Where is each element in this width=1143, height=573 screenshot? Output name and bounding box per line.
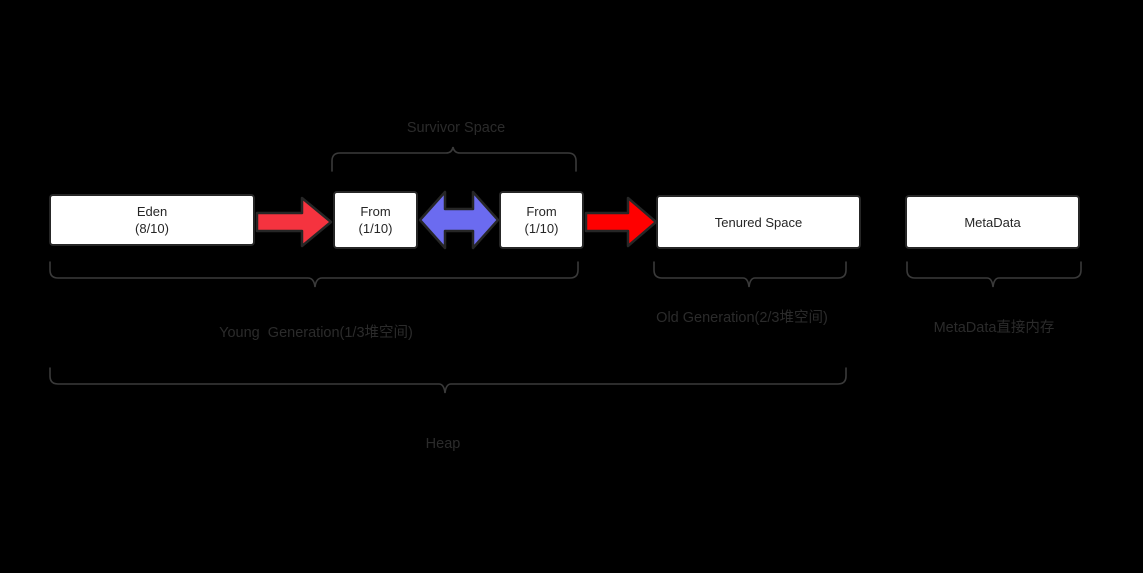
- eden-box[interactable]: Eden (8/10): [49, 194, 255, 246]
- survivor-from-box-line2: (1/10): [358, 221, 393, 236]
- eden-box-line1: Eden: [136, 204, 168, 219]
- young-generation-label: Young Generation(1/3堆空间): [219, 325, 413, 341]
- young-generation-brace: [48, 261, 580, 294]
- survivor-to-box-line1: From: [526, 204, 557, 219]
- old-generation-brace: [652, 261, 848, 294]
- survivor-space-label: Survivor Space: [406, 120, 506, 136]
- heap-brace: [48, 367, 848, 400]
- tenured-space-box[interactable]: Tenured Space: [656, 195, 861, 249]
- heap-label: Heap: [425, 436, 461, 452]
- survivor-space-brace: [330, 145, 578, 172]
- metadata-brace: [905, 261, 1083, 294]
- survivor-to-tenured-arrow-icon: [584, 196, 658, 248]
- survivor-to-box[interactable]: From (1/10): [499, 191, 584, 249]
- survivor-swap-arrow-icon: [418, 189, 500, 251]
- survivor-from-box[interactable]: From (1/10): [333, 191, 418, 249]
- eden-to-survivor-arrow-icon: [255, 196, 333, 248]
- metadata-memory-label: MetaData直接内存: [933, 320, 1055, 336]
- old-generation-label: Old Generation(2/3堆空间): [656, 310, 828, 326]
- metadata-box-line1: MetaData: [964, 214, 1021, 230]
- tenured-space-box-line1: Tenured Space: [714, 214, 803, 230]
- survivor-to-box-line2: (1/10): [524, 221, 559, 236]
- eden-box-line2: (8/10): [135, 221, 169, 236]
- metadata-box[interactable]: MetaData: [905, 195, 1080, 249]
- survivor-from-box-line1: From: [360, 204, 391, 219]
